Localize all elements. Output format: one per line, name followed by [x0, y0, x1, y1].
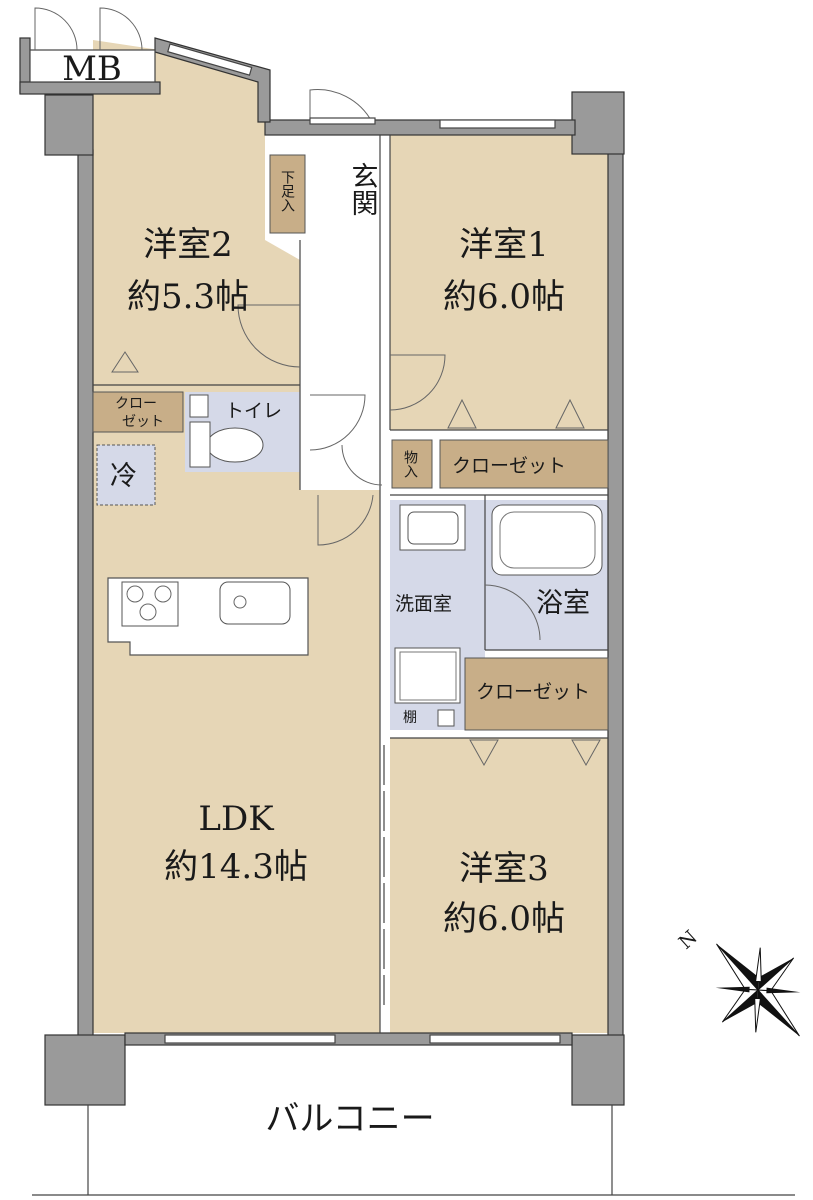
- storage-door-swing: [341, 444, 383, 486]
- closet-room3: [464, 657, 609, 731]
- washroom-label: 洗面室: [395, 593, 452, 615]
- pillar-bottom-right: [571, 1034, 625, 1106]
- bathtub-inner: [499, 511, 596, 569]
- fridge-label: 冷: [110, 461, 137, 492]
- pillar-top-left: [44, 94, 94, 156]
- shoe-box: [269, 154, 306, 234]
- closet-room3-triangle-2: [571, 739, 601, 767]
- shelf-label: 棚: [403, 710, 417, 726]
- entrance-label: 玄関: [347, 162, 378, 216]
- ldk-floor: [93, 385, 380, 1033]
- front-door-swing: [309, 89, 373, 123]
- western-room-1-floor: [390, 135, 608, 430]
- room3-name: 洋室3: [459, 849, 549, 889]
- closet-small-label-1: クロー: [115, 396, 157, 412]
- closet-room3-label: クローゼット: [476, 681, 590, 703]
- burner-1: [126, 585, 144, 603]
- washing-machine-inner: [399, 651, 457, 701]
- ldk-door-swing: [317, 494, 374, 546]
- room1-name: 洋室1: [459, 225, 549, 265]
- wall-left: [77, 149, 94, 1041]
- bath-door-swing: [484, 584, 541, 641]
- mb-label: MB: [62, 49, 122, 89]
- wall-right: [607, 149, 624, 1041]
- burner-3: [139, 603, 157, 621]
- room2-name: 洋室2: [143, 225, 233, 265]
- wash-basin-bowl: [407, 511, 459, 545]
- ldk-name: LDK: [198, 799, 274, 839]
- toilet-seat-back: [189, 421, 211, 468]
- window-room2: [167, 43, 253, 76]
- window-room3: [429, 1034, 561, 1044]
- fridge-space: [96, 444, 156, 506]
- toilet-door-swing: [309, 394, 366, 451]
- closet-room1-label: クローゼット: [452, 455, 566, 477]
- pillar-top-right: [571, 91, 625, 155]
- mb-door-swing-left: [34, 7, 78, 51]
- balcony-label: バルコニー: [265, 1099, 434, 1139]
- closet-room1: [439, 439, 609, 489]
- toilet-label: トイレ: [225, 400, 282, 422]
- pillar-bottom-left: [44, 1034, 126, 1106]
- window-room1: [439, 119, 556, 129]
- ldk-size: 約14.3帖: [164, 847, 308, 887]
- bathroom-label: 浴室: [536, 588, 590, 619]
- window-ldk: [164, 1034, 336, 1044]
- compass-rose: [715, 943, 801, 1037]
- kitchen-sink-drain: [233, 595, 247, 609]
- front-door: [309, 117, 376, 125]
- room1-door-swing: [389, 354, 446, 411]
- mb-box: [29, 49, 156, 83]
- mb-door-swing-right: [99, 7, 143, 51]
- closet-room1-triangle-1: [447, 398, 477, 429]
- toilet-bowl: [206, 427, 264, 463]
- kitchen-sink: [219, 581, 291, 625]
- closet-room1-triangle-2: [555, 398, 585, 429]
- closet-small-triangle: [111, 351, 139, 373]
- closet-room3-triangle-1: [469, 739, 499, 767]
- shelf-box: [437, 709, 455, 727]
- burner-2: [154, 585, 172, 603]
- closet-small-label-2: ゼット: [122, 414, 164, 430]
- storage-label: 物入: [402, 450, 418, 478]
- room2-door-swing: [237, 304, 301, 368]
- room2-size: 約5.3帖: [127, 277, 249, 317]
- room3-size: 約6.0帖: [443, 899, 565, 939]
- room1-size: 約6.0帖: [443, 277, 565, 317]
- closet-small: [92, 391, 184, 433]
- compass-north-label: N: [675, 926, 702, 953]
- toilet-tank: [189, 394, 209, 418]
- shoe-box-label: 下足入: [279, 170, 295, 212]
- western-room-2-floor: [93, 40, 300, 385]
- storage-closet: [391, 439, 433, 489]
- western-room-3-floor: [390, 738, 608, 1033]
